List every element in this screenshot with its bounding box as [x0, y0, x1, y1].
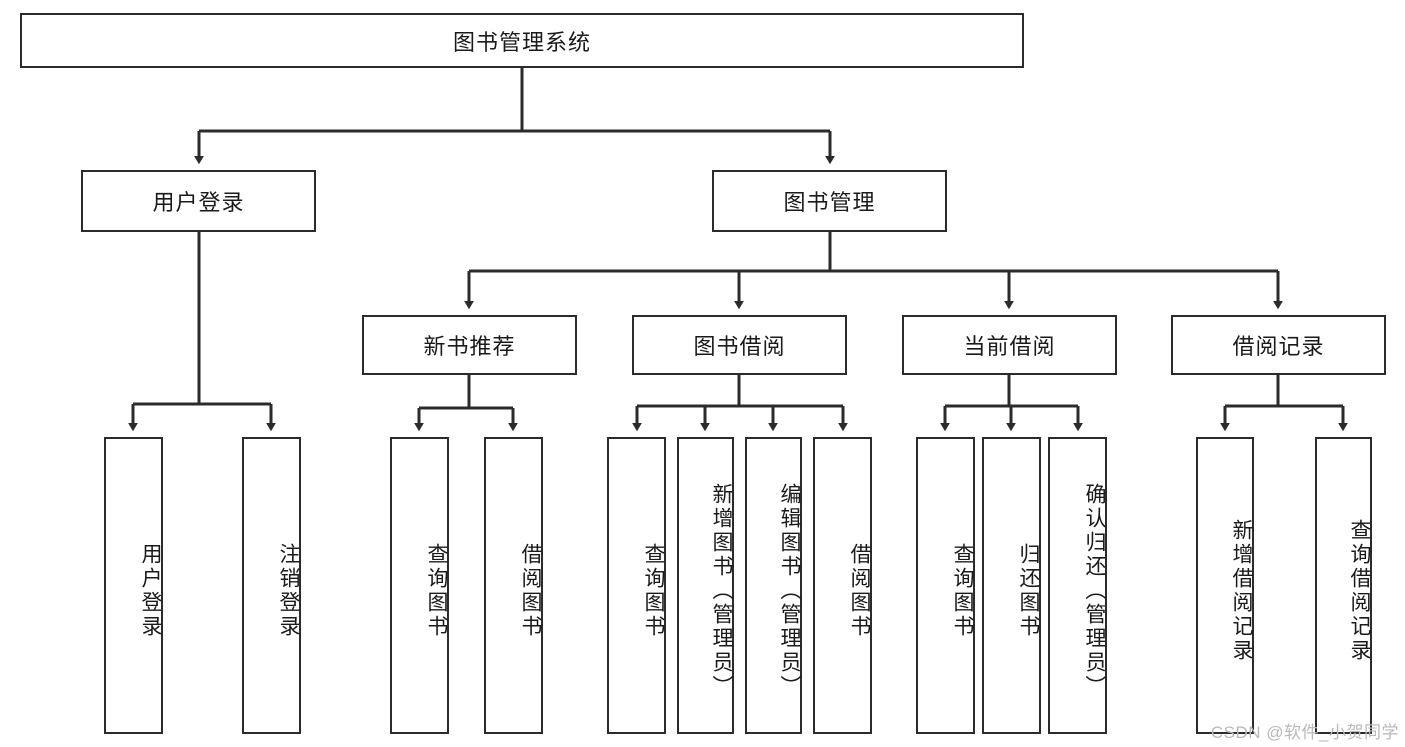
leaf-query-borrow-record[interactable]: 查询借阅记录 — [1315, 437, 1372, 734]
leaf-query-book-recommend[interactable]: 查询图书 — [390, 437, 449, 734]
node-book-management-system[interactable]: 图书管理系统 — [20, 13, 1024, 68]
watermark-text: CSDN @软件_小贺同学 — [1210, 723, 1399, 742]
node-current-borrow[interactable]: 当前借阅 — [902, 315, 1117, 375]
leaf-query-book-borrow[interactable]: 查询图书 — [607, 437, 666, 734]
leaf-confirm-return-admin[interactable]: 确认归还（管理员） — [1048, 437, 1107, 734]
leaf-add-book-admin[interactable]: 新增图书（管理员） — [677, 437, 734, 734]
node-new-book-recommend[interactable]: 新书推荐 — [362, 315, 577, 375]
leaf-user-login[interactable]: 用户登录 — [104, 437, 163, 734]
leaf-query-book-current[interactable]: 查询图书 — [916, 437, 975, 734]
leaf-logout-login[interactable]: 注销登录 — [242, 437, 301, 734]
node-borrow-record[interactable]: 借阅记录 — [1171, 315, 1386, 375]
leaf-edit-book-admin[interactable]: 编辑图书（管理员） — [745, 437, 802, 734]
leaf-return-book[interactable]: 归还图书 — [982, 437, 1041, 734]
leaf-borrow-book-recommend[interactable]: 借阅图书 — [484, 437, 543, 734]
leaf-add-borrow-record[interactable]: 新增借阅记录 — [1196, 437, 1254, 734]
node-user-login[interactable]: 用户登录 — [81, 170, 316, 232]
node-book-borrow[interactable]: 图书借阅 — [632, 315, 847, 375]
leaf-borrow-book[interactable]: 借阅图书 — [813, 437, 872, 734]
node-book-management[interactable]: 图书管理 — [712, 170, 947, 232]
